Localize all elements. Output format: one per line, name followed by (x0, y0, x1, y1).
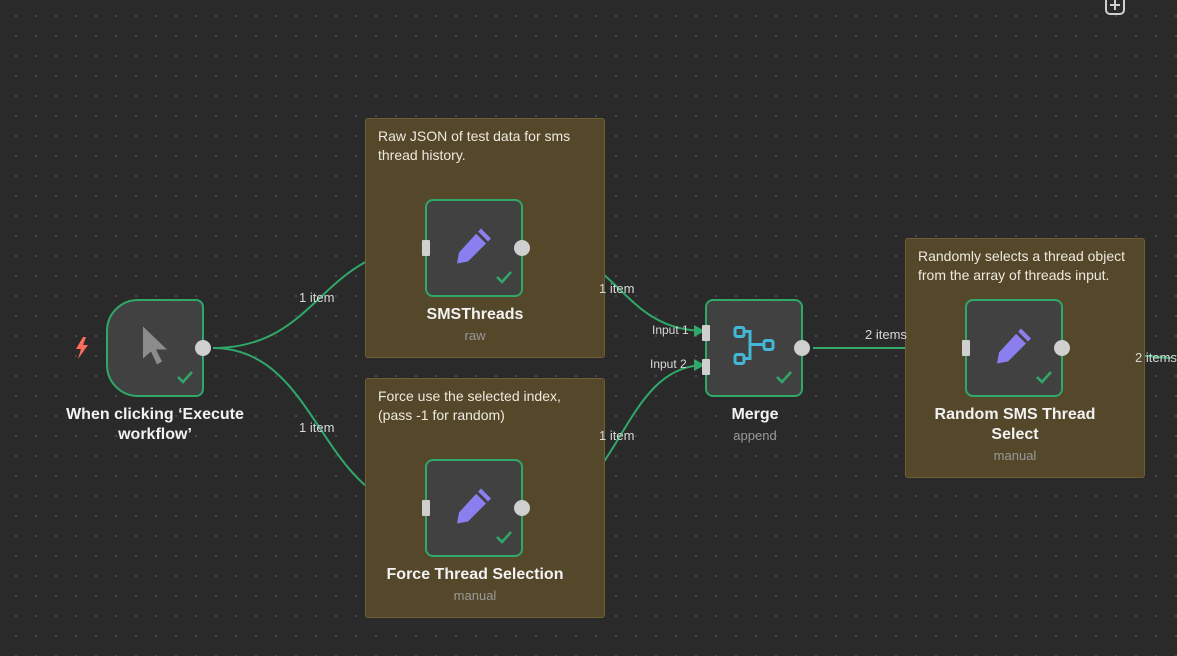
pencil-icon (453, 485, 495, 532)
node-subtitle: manual (453, 588, 497, 603)
input-handle[interactable] (962, 340, 970, 356)
node-title: Force Thread Selection (386, 566, 564, 583)
node-subtitle: raw (464, 328, 486, 343)
output-handle[interactable] (195, 340, 211, 356)
arrowhead-merge-in2 (694, 359, 705, 371)
sticky-note-text: Raw JSON of test data for sms thread his… (378, 128, 571, 163)
edge-label-random-out: 2 items (1135, 350, 1177, 365)
output-handle[interactable] (1054, 340, 1070, 356)
merge-icon (732, 324, 776, 373)
node-title: Merge (731, 406, 779, 423)
success-check-icon (775, 370, 793, 389)
sticky-note-text: Force use the selected index, (pass -1 f… (378, 388, 561, 423)
output-handle[interactable] (794, 340, 810, 356)
edge-label-trigger-to-smsthreads: 1 item (299, 290, 335, 305)
node-title: SMSThreads (426, 306, 524, 323)
node-random-sms-thread-select[interactable] (962, 299, 1070, 397)
input-handle-2[interactable] (702, 359, 710, 375)
cursor-icon (140, 325, 170, 372)
input-handle[interactable] (422, 240, 430, 256)
success-check-icon (1035, 370, 1053, 389)
edge-label-merge-to-random: 2 items (865, 327, 907, 342)
add-node-button[interactable] (1104, 0, 1126, 16)
node-subtitle: manual (993, 448, 1037, 463)
pencil-icon (993, 325, 1035, 372)
merge-input-1-label: Input 1 (652, 323, 689, 337)
output-handle[interactable] (514, 240, 530, 256)
pencil-icon (453, 225, 495, 272)
edge-label-force-to-merge: 1 item (599, 428, 635, 443)
node-subtitle: append (733, 428, 777, 443)
input-handle-1[interactable] (702, 325, 710, 341)
node-merge[interactable] (702, 299, 810, 397)
node-force-thread-selection[interactable] (422, 459, 530, 557)
plus-square-icon (1105, 0, 1125, 15)
trigger-bolt-icon (73, 336, 91, 365)
arrowhead-merge-in1 (694, 325, 705, 337)
success-check-icon (176, 370, 194, 389)
node-title: When clicking ‘Execute workflow’ (66, 406, 244, 443)
edge-label-trigger-to-force: 1 item (299, 420, 335, 435)
node-manual-trigger[interactable] (106, 299, 211, 397)
output-handle[interactable] (514, 500, 530, 516)
edge-label-smsthreads-to-merge: 1 item (599, 281, 635, 296)
node-smsthreads[interactable] (422, 199, 530, 297)
success-check-icon (495, 530, 513, 549)
sticky-note-text: Randomly selects a thread object from th… (918, 248, 1125, 283)
node-title: Random SMS Thread Select (934, 406, 1096, 443)
merge-input-2-label: Input 2 (650, 357, 687, 371)
success-check-icon (495, 270, 513, 289)
input-handle[interactable] (422, 500, 430, 516)
